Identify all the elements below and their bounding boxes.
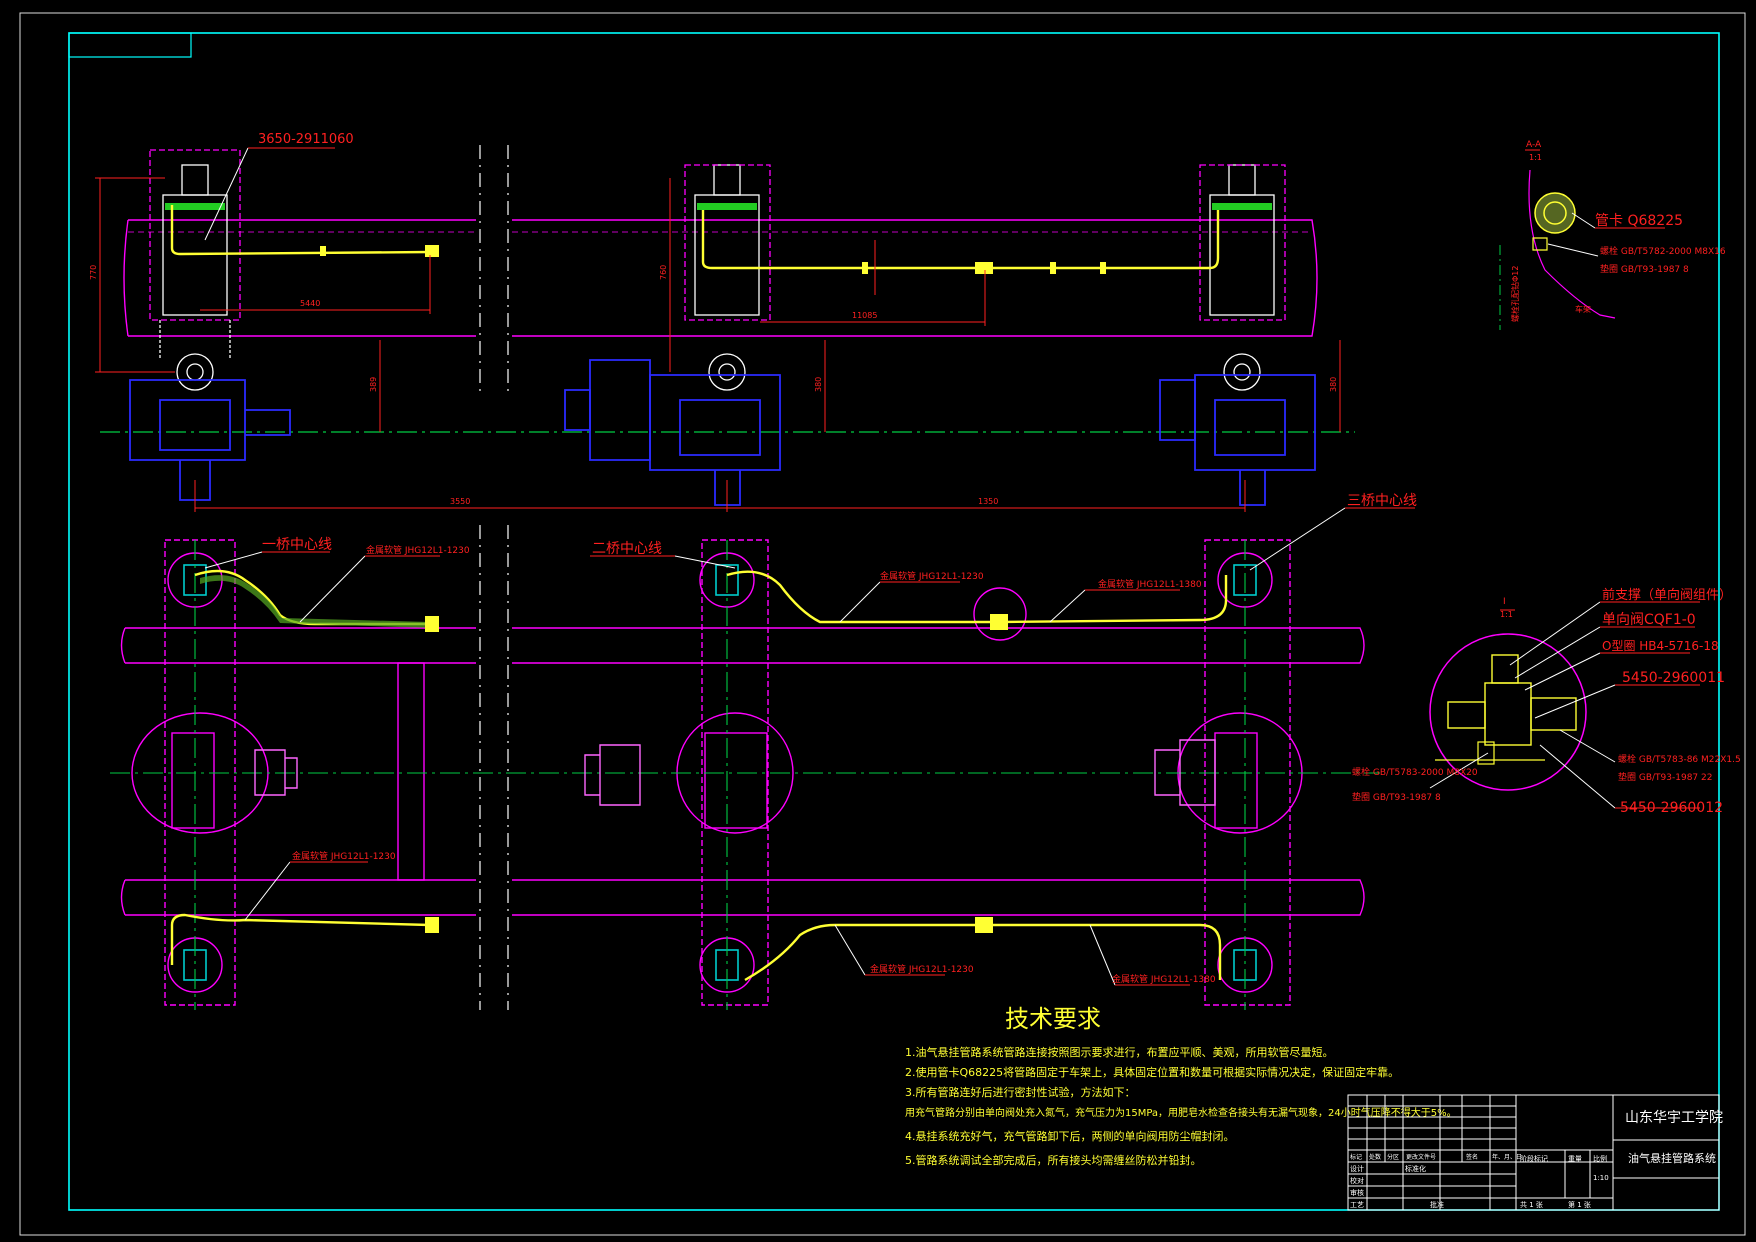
dim-1350: 1350 [978,497,998,506]
school-name: 山东华宇工学院 [1625,1110,1723,1126]
tb-review: 审核 [1350,1188,1364,1197]
title-block-text: 山东华宇工学院 油气悬挂管路系统 标记 处数 分区 更改文件号 签名 年、月、日… [1350,1110,1723,1209]
tb-header-count: 处数 [1369,1153,1381,1161]
label-washer-22: 垫圈 GB/T93-1987 22 [1618,771,1712,783]
side-view: 770 5440 389 760 11085 380 380 3550 1350… [89,132,1355,512]
drawing-frame [68,32,1720,1211]
tb-sheet-number: 第 1 张 [1568,1200,1591,1209]
corner-tag-box [68,32,192,58]
label-hose-b: 金属软管 JHG12L1-1230 [880,570,984,582]
cylinder-axle-3 [1199,164,1286,391]
plan-pipes [170,569,1228,982]
detail-i: I 1:1 前支撑（单向阀组件） 单向阀CQF1-0 O型圈 HB4-5716-… [1352,587,1741,816]
tech-item-4: 4.悬挂系统充好气，充气管路卸下后，两侧的单向阀用防尘帽封闭。 [905,1129,1235,1143]
tb-process: 工艺 [1350,1201,1364,1209]
tb-approve: 批准 [1430,1200,1444,1209]
tech-item-2: 2.使用管卡Q68225将管路固定于车架上，具体固定位置和数量可根据实际情况决定… [905,1065,1399,1079]
dim-380-a: 380 [814,377,823,392]
label-hose-c: 金属软管 JHG12L1-1380 [1098,578,1202,590]
axle-housing-1 [129,379,291,501]
label-part-5450-2960011: 5450-2960011 [1622,670,1725,686]
cylinder-axle-1 [149,149,241,391]
side-pipe-run [170,205,1220,270]
section-a-a: A-A 1:1 管卡 Q68225 螺栓 GB/T5782-2000 M8X16… [1499,140,1726,330]
tb-total-sheets: 共 1 张 [1520,1200,1543,1209]
tb-ratio: 比例 [1593,1154,1607,1163]
dim-380-b: 380 [1329,377,1338,392]
dim-5440: 5440 [300,299,320,308]
label-cylinder-part: 3650-2911060 [258,132,354,147]
label-hose-d: 金属软管 JHG12L1-1230 [292,850,396,862]
tb-header-sign: 签名 [1466,1153,1478,1161]
label-washer-8: 垫圈 GB/T93-1987 8 [1600,263,1689,275]
label-frame: 车架 [1575,304,1591,314]
tech-requirements: 技术要求 1.油气悬挂管路系统管路连接按照图示要求进行，布置应平顺、美观，所用软… [905,1005,1457,1167]
label-o-ring: O型圈 HB4-5716-18 [1602,639,1719,653]
detail-i-scale: 1:1 [1500,610,1513,619]
cylinder-axle-2 [684,164,771,391]
label-washer-8b: 垫圈 GB/T93-1987 8 [1352,791,1441,803]
title-block [1347,1094,1720,1211]
label-hose-e: 金属软管 JHG12L1-1230 [870,963,974,975]
drawing-name: 油气悬挂管路系统 [1628,1151,1716,1165]
tb-header-changedoc: 更改文件号 [1406,1153,1436,1161]
label-bolt-m22: 螺栓 GB/T5783-86 M22X1.5 [1618,753,1741,765]
tb-header-mark: 标记 [1350,1153,1362,1161]
tech-item-3: 3.所有管路连好后进行密封性试验，方法如下： [905,1085,1136,1099]
tech-item-5: 5.管路系统调试全部完成后，所有接头均需缠丝防松并铅封。 [905,1153,1202,1167]
dim-770: 770 [89,265,98,280]
tech-title: 技术要求 [1005,1005,1101,1033]
tech-item-1: 1.油气悬挂管路系统管路连接按照图示要求进行，布置应平顺、美观，所用软管尽量短。 [905,1045,1334,1059]
label-front-support: 前支撑（单向阀组件） [1602,587,1732,603]
label-bolt-m8x16: 螺栓 GB/T5782-2000 M8X16 [1600,245,1726,257]
tb-weight: 重量 [1568,1155,1582,1163]
dim-3550: 3550 [450,497,470,506]
tech-item-3b: 用充气管路分别由单向阀处充入氮气，充气压力为15MPa，用肥皂水检查各接头有无漏… [905,1106,1457,1119]
label-clamp: 管卡 Q68225 [1595,213,1683,229]
tb-scale-value: 1:10 [1593,1174,1609,1182]
side-dimensions [95,177,1341,512]
dim-11085: 11085 [852,311,877,320]
tb-design: 设计 [1350,1164,1364,1173]
tb-header-date: 年、月、日 [1492,1153,1522,1161]
tb-stage: 阶段标记 [1520,1154,1548,1163]
tb-standard: 标准化 [1405,1164,1426,1173]
tb-check: 校对 [1350,1176,1364,1185]
label-part-5450-2960012: 5450-2960012 [1620,800,1723,816]
label-bridge-2-centerline: 二桥中心线 [592,541,662,557]
detail-i-title: I [1503,597,1506,607]
side-frame-rail [123,219,1318,337]
outer-sheet-border [19,12,1746,1236]
label-hose-f: 金属软管 JHG12L1-1380 [1112,973,1216,985]
label-hose-a: 金属软管 JHG12L1-1230 [366,544,470,556]
tb-header-zone: 分区 [1387,1153,1399,1161]
label-check-valve: 单向阀CQF1-0 [1602,612,1696,628]
label-bolt-hole: 螺栓孔配钻Φ12 [1510,266,1520,322]
label-bridge-1-centerline: 一桥中心线 [262,537,332,553]
dim-389: 389 [369,377,378,392]
section-aa-title: A-A [1526,140,1542,150]
label-bolt-m8x20: 螺栓 GB/T5783-2000 M8X20 [1352,766,1478,778]
axle-housing-3 [1159,374,1316,506]
label-bridge-3-centerline: 三桥中心线 [1347,493,1417,509]
plan-view: 一桥中心线 二桥中心线 三桥中心线 金属软管 JHG12L1-1230 金属软管… [110,493,1417,1010]
dim-760: 760 [659,265,668,280]
section-aa-scale: 1:1 [1529,153,1542,162]
